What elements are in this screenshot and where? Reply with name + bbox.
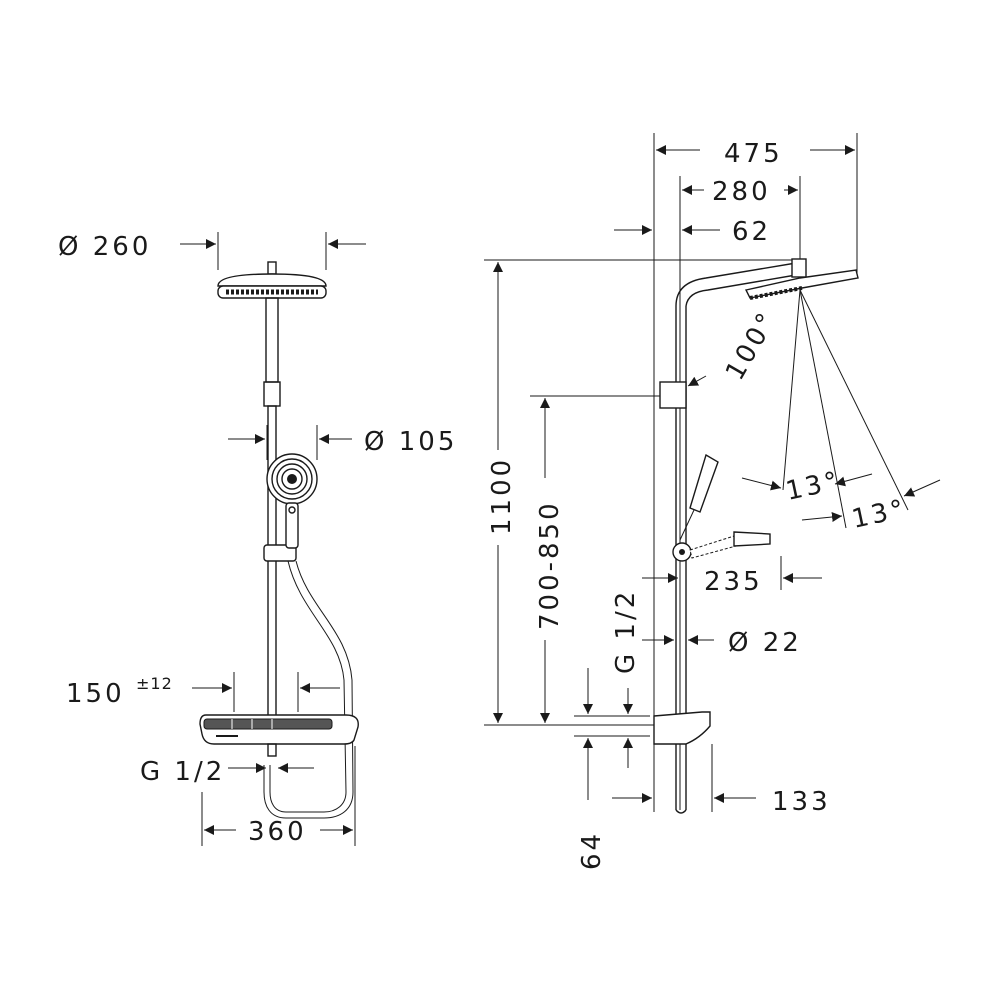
head-diameter-label: Ø 260 xyxy=(58,232,151,262)
arm-projection-label: 280 xyxy=(712,177,771,207)
shower-hose xyxy=(263,560,354,819)
front-inlet-thread-label: G 1/2 xyxy=(140,757,225,787)
thermostat-tolerance-label: ±12 xyxy=(136,674,173,693)
thermostat-shelf xyxy=(199,714,359,757)
side-labels: 475 280 62 1100 700-850 100° 13° 13° 235… xyxy=(487,139,909,870)
hand-shower-length-label: 235 xyxy=(704,567,763,597)
side-inlet-thread-label: G 1/2 xyxy=(611,589,641,674)
spray-angle-1-label: 13° xyxy=(783,466,843,507)
hand-shower-holder xyxy=(263,544,297,562)
rail-diameter-label: Ø 22 xyxy=(728,628,802,658)
hand-shower-front xyxy=(266,453,318,549)
total-height-label: 1100 xyxy=(487,457,517,535)
side-view: 475 280 62 1100 700-850 100° 13° 13° 235… xyxy=(484,133,941,870)
hand-shower-diameter-label: Ø 105 xyxy=(364,427,457,457)
front-labels: Ø 260 Ø 105 150 ±12 G 1/2 360 xyxy=(58,232,457,847)
front-view: Ø 260 Ø 105 150 ±12 G 1/2 360 xyxy=(58,232,457,847)
thermostat-side xyxy=(653,711,711,814)
side-reference-lines xyxy=(484,133,858,812)
total-projection-label: 475 xyxy=(724,139,783,169)
rail-offset-label: 62 xyxy=(732,217,771,247)
hand-shower-side xyxy=(672,453,771,562)
thermostat-height-label: 64 xyxy=(577,831,607,870)
holder-height-label: 700-850 xyxy=(535,500,565,630)
front-dimensions xyxy=(180,232,366,846)
overhead-shower-head xyxy=(217,261,327,299)
side-rail xyxy=(630,262,797,715)
spray-angle-2-label: 13° xyxy=(849,494,909,535)
shelf-width-label: 360 xyxy=(248,817,307,847)
thermostat-depth-label: 133 xyxy=(772,787,831,817)
spray-angle-lines xyxy=(782,289,909,529)
head-tilt-angle-label: 100° xyxy=(720,306,783,386)
overhead-shower-side xyxy=(744,258,859,300)
side-rail-holder xyxy=(659,381,687,409)
side-dimensions xyxy=(493,145,941,812)
thermostat-offset-label: 150 xyxy=(66,679,125,709)
